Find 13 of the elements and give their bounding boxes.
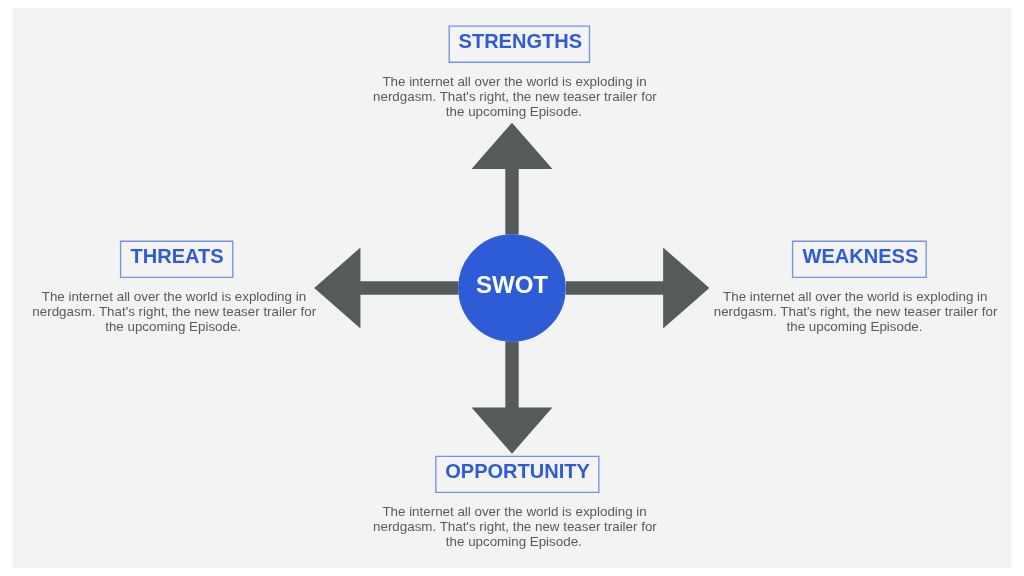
arrow xyxy=(565,247,710,329)
node-label: The internet all over the world is exploding in nerdgasm. That's right, the new teaser trailer for the upcoming Episode. xyxy=(373,74,657,119)
node-box: WEAKNESS xyxy=(791,240,927,278)
node-box: THREATS xyxy=(119,240,234,278)
arrow xyxy=(471,341,553,454)
node-box: OPPORTUNITY xyxy=(435,455,600,494)
node-box: STRENGTHS xyxy=(448,25,591,63)
node-label: The internet all over the world is exploding in nerdgasm. That's right, the new teaser trailer for the upcoming Episode. xyxy=(713,289,998,334)
node-label: The internet all over the world is exploding in nerdgasm. That's right, the new teaser trailer for the upcoming Episode. xyxy=(32,289,317,334)
node-label: The internet all over the world is exploding in nerdgasm. That's right, the new teaser trailer for the upcoming Episode. xyxy=(373,504,657,549)
node-circle: SWOT xyxy=(458,234,566,342)
arrow xyxy=(314,247,459,329)
arrow xyxy=(471,122,553,235)
